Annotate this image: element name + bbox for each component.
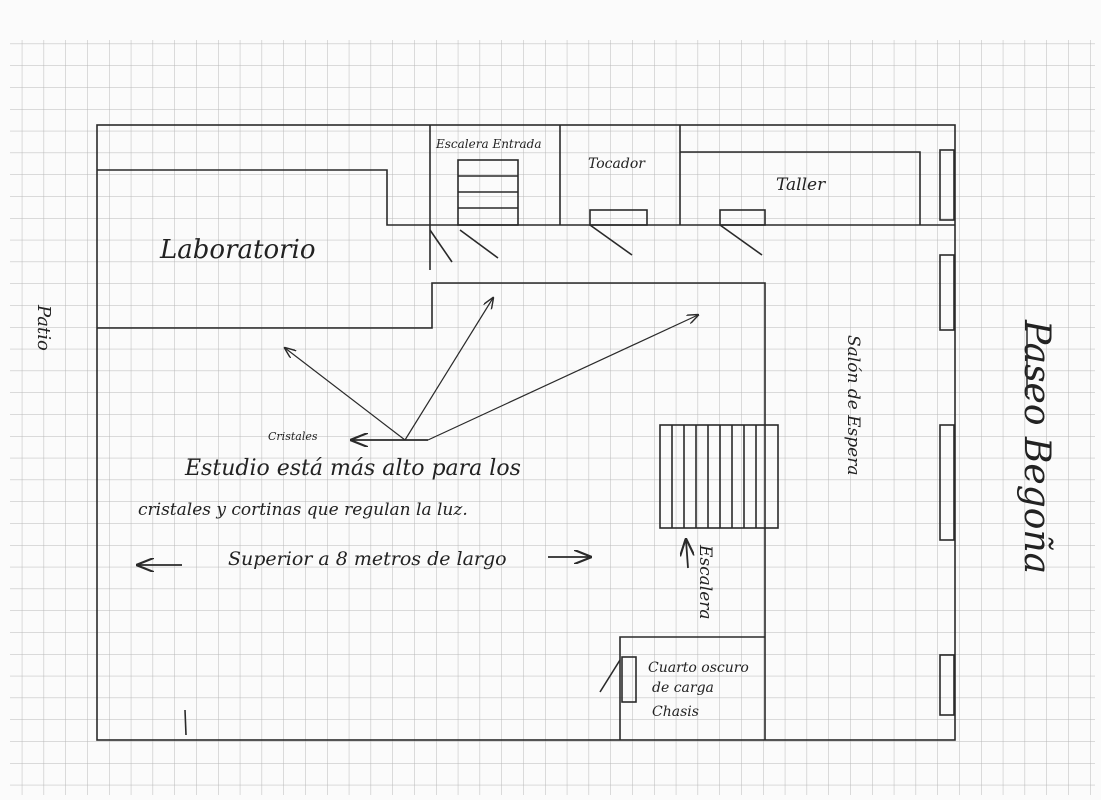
label-escalera: Escalera bbox=[695, 544, 715, 620]
label-cuarto-2: de carga bbox=[652, 680, 714, 696]
label-cristales: Cristales bbox=[268, 430, 318, 443]
label-laboratorio: Laboratorio bbox=[159, 235, 316, 265]
light-arrows bbox=[138, 298, 698, 568]
label-taller: Taller bbox=[776, 175, 826, 195]
label-escalera-entrada: Escalera Entrada bbox=[435, 137, 541, 151]
label-estudio-1: Estudio está más alto para los bbox=[184, 456, 521, 481]
label-estudio-2: cristales y cortinas que regulan la luz. bbox=[138, 500, 468, 520]
label-paseo: Paseo Begoña bbox=[1016, 319, 1057, 574]
grid-paper bbox=[10, 40, 1095, 795]
walls bbox=[96, 124, 956, 741]
label-largo: Superior a 8 metros de largo bbox=[228, 548, 507, 570]
label-patio: Patio bbox=[33, 304, 54, 351]
label-cuarto-3: Chasis bbox=[652, 704, 699, 720]
label-tocador: Tocador bbox=[588, 156, 646, 172]
label-salon-espera: Salón de Espera bbox=[843, 335, 863, 476]
label-cuarto-1: Cuarto oscuro bbox=[648, 660, 749, 676]
